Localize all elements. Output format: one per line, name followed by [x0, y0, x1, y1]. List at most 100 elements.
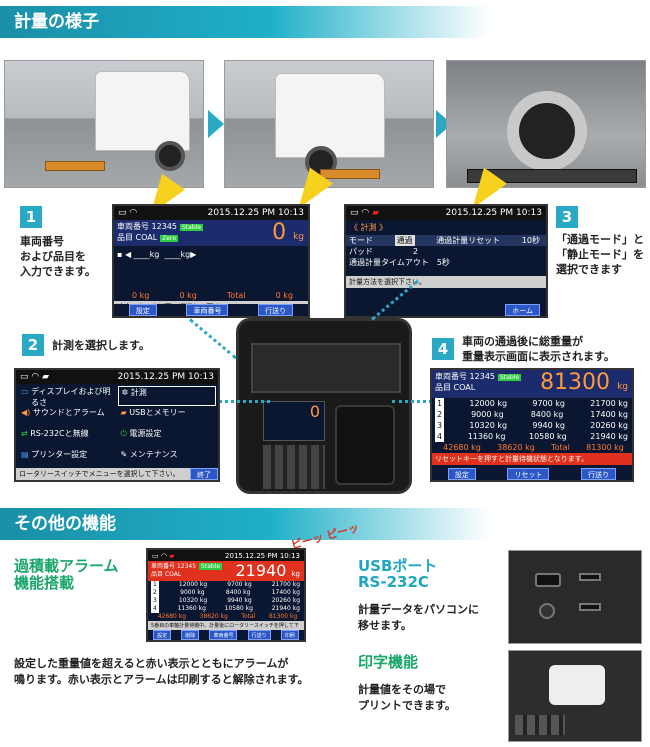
softkey-settings[interactable]: 設定 — [153, 630, 172, 640]
axle-cell-idx: 3 — [151, 597, 159, 605]
indicator-display-value: 0 — [309, 402, 320, 421]
caption-line: 重量表示画面に表示されます。 — [462, 350, 615, 363]
sum-mid: 0 kg — [179, 291, 197, 300]
total-label: Total — [241, 613, 256, 620]
photo-truck-on-pad — [224, 60, 434, 188]
status-datetime: 2015.12.25 PM 10:13 — [117, 372, 214, 382]
connector-line — [392, 400, 432, 403]
power-icon: ⏻ — [120, 429, 127, 438]
softkey-bar: ロータリースイッチでメニューを選択して下さい。 終了 — [16, 468, 218, 480]
text-line: 移せます。 — [358, 619, 412, 632]
gear-icon: ✲ — [121, 388, 129, 397]
setting-row-pad[interactable]: パッド 2 — [346, 246, 546, 257]
vehicle-number: 12345 — [469, 372, 495, 381]
softkey-settings[interactable]: 設定 — [447, 468, 476, 480]
softkey-bar: 設定 削除 車両番号 行送り 印刷 — [148, 630, 304, 640]
axle-cell-left: 11360 kg — [467, 432, 506, 441]
axle-cell-right: 17400 kg — [590, 410, 628, 419]
printer-icon: ▤ — [21, 450, 29, 459]
caption-line: および品目を — [20, 250, 86, 263]
status-bar: ▭ ◠2015.12.25 PM 10:13 — [114, 206, 308, 220]
softkey-vehicle-number[interactable]: 車両番号 — [186, 304, 229, 316]
menu-item-usb[interactable]: ▰ USBとメモリー — [118, 407, 217, 427]
vehicle-label: 車両番号 — [435, 372, 467, 381]
softkey-line-feed[interactable]: 行送り — [581, 468, 617, 480]
title-line: RS-232C — [358, 573, 429, 591]
photo-usb-ports — [508, 550, 642, 644]
photo-truck-approach — [4, 60, 204, 188]
truck-cab-shape — [95, 71, 190, 151]
item-label: 品目 — [117, 233, 133, 242]
keypad — [515, 715, 565, 735]
softkey-reset[interactable]: リセット — [507, 468, 550, 480]
menu-item-printer[interactable]: ▤ プリンター設定 — [18, 449, 117, 469]
weight-value: 21940 — [235, 561, 287, 580]
setting-value: 5秒 — [436, 258, 450, 267]
setting-label: パッド — [349, 247, 373, 256]
axle-cell-idx: 4 — [435, 431, 445, 442]
caption-line: 選択できます — [556, 263, 622, 276]
total-value: 0 kg — [275, 291, 293, 300]
status-datetime: 2015.12.25 PM 10:13 — [207, 208, 304, 218]
printer-unit — [335, 405, 395, 485]
softkey-end[interactable]: 終了 — [190, 468, 218, 480]
item-label: 品目 — [151, 571, 164, 578]
menu-item-sound[interactable]: ◀) サウンドとアラーム — [18, 407, 117, 427]
menu-item-measure[interactable]: ✲ 計測 — [117, 386, 216, 406]
axle-cell-left: 9000 kg — [471, 410, 504, 419]
item-label: 品目 — [435, 383, 451, 392]
axle-cell-right: 21700 kg — [271, 581, 300, 588]
connector-line — [200, 400, 270, 403]
softkey-print[interactable]: 印刷 — [280, 630, 299, 640]
text-line: プリントできます。 — [358, 699, 456, 712]
menu-item-power[interactable]: ⏻ 電源設定 — [118, 428, 217, 448]
softkey-home[interactable]: ホーム — [505, 304, 540, 316]
axle-cell-right: 21940 kg — [590, 432, 628, 441]
softkey-line-feed[interactable]: 行送り — [258, 304, 294, 316]
menu-item-maintenance[interactable]: ✎ メンテナンス — [118, 449, 217, 469]
softkey-line-feed[interactable]: 行送り — [247, 630, 271, 640]
axle-cell-right: 21940 kg — [271, 605, 300, 612]
section-title: その他の機能 — [14, 514, 116, 534]
axle-cell-mid: 10580 kg — [224, 605, 253, 612]
screen-measure-mode: ▭ ◠ ▰2015.12.25 PM 10:13 《 計測 》 モード 通過 通… — [344, 204, 548, 318]
menu-grid: ▭ ディスプレイおよび明るさ ✲ 計測 ◀) サウンドとアラーム ▰ USBとメ… — [16, 384, 218, 471]
step-3-caption: 「通過モード」と 「静止モード」を 選択できます — [556, 232, 644, 277]
axle-cell-left: 11360 kg — [177, 605, 206, 612]
softkey-vehicle-number[interactable]: 車両番号 — [209, 630, 238, 640]
menu-item-rs232c[interactable]: ⇄ RS-232Cと無線 — [18, 428, 117, 448]
setting-value: 10秒 — [521, 236, 540, 245]
photo-printer — [508, 650, 642, 742]
vehicle-number: 12345 — [151, 222, 177, 231]
step-number-1: 1 — [20, 206, 42, 228]
axle-cell-mid: 8400 kg — [225, 589, 251, 596]
text-line: 計量値をその場で — [358, 683, 446, 696]
softkey-bar: 設定 車両番号 行送り — [114, 304, 308, 316]
sum-row: 42680 kg 38620 kg Total 81300 kg — [148, 613, 304, 621]
setting-row-timeout[interactable]: 通過計量タイムアウト 5秒 — [346, 257, 546, 268]
menu-item-display[interactable]: ▭ ディスプレイおよび明るさ — [18, 386, 117, 407]
zero-badge: Zero — [160, 235, 179, 242]
weighing-indicator-case: 0 — [236, 318, 412, 494]
stable-badge: Stable — [180, 224, 204, 231]
arrow-right-icon — [208, 110, 224, 138]
softkey-delete[interactable]: 削除 — [181, 630, 200, 640]
status-datetime: 2015.12.25 PM 10:13 — [445, 208, 542, 218]
transfer-icon: ⇄ — [21, 429, 28, 438]
battery-wifi-icon: ▭ ◠ ▰ — [350, 208, 379, 218]
truck-wheel-shape — [507, 91, 587, 171]
rs232c-port-shape — [535, 573, 561, 587]
item-value: COAL — [135, 233, 158, 242]
row-unit: kg — [180, 250, 191, 259]
section-banner-weighing: 計量の様子 — [0, 6, 490, 38]
connector-line — [189, 318, 237, 360]
setting-row-mode[interactable]: モード 通過 通過計量リセット 10秒 — [346, 235, 546, 246]
softkey-settings[interactable]: 設定 — [128, 304, 157, 316]
axle-cell-idx: 2 — [151, 589, 159, 597]
